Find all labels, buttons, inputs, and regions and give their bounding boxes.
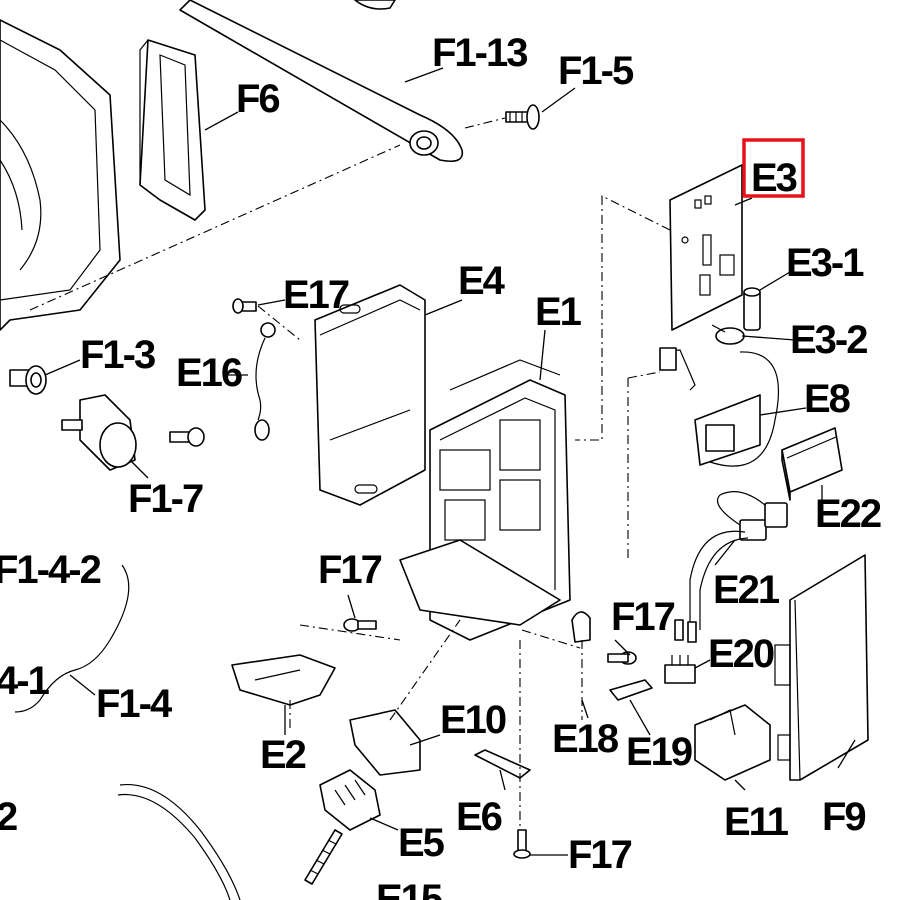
label-e8: E8: [804, 377, 851, 421]
label-e16: E16: [176, 351, 242, 395]
part-f17-screw-b: [607, 651, 637, 665]
assembly-line: [521, 629, 583, 720]
brace-f1-4: [14, 564, 130, 713]
part-top-fragment: [354, 0, 396, 10]
part-e3-2: [711, 324, 745, 345]
assembly-line: [627, 371, 661, 379]
part-e11: [694, 704, 771, 781]
part-left-housing: [0, 19, 121, 331]
part-e22-block: [781, 427, 843, 501]
label-e5: E5: [398, 821, 445, 865]
label-e11: E11: [724, 800, 789, 844]
assembly-line: [575, 195, 671, 441]
label-e3-2: E3-2: [790, 318, 867, 362]
assembly-line: [289, 624, 401, 730]
part-e19: [609, 679, 653, 701]
label-f6: F6: [236, 77, 279, 121]
label-f1-4-2: F1-4-2: [0, 548, 101, 592]
label-f17-a: F17: [318, 548, 382, 592]
label-e22: E22: [815, 492, 881, 536]
label-f17-b: F17: [611, 595, 675, 639]
part-f9-plate: [774, 554, 869, 781]
label-f9: F9: [822, 795, 865, 839]
label-e19: E19: [626, 730, 692, 774]
label-f1-5: F1-5: [558, 49, 634, 93]
wire-bottom: [117, 793, 231, 900]
part-f17-screw-a: [343, 618, 377, 632]
label-e6: E6: [456, 795, 502, 839]
part-e15-screw: [304, 829, 343, 885]
label-e10: E10: [440, 698, 506, 742]
part-e3-pcb: [669, 164, 743, 331]
part-e3-1-fuse: [743, 287, 761, 331]
part-f1-7-screw: [169, 427, 205, 447]
part-e20-connector: [664, 655, 696, 684]
part-e8: [627, 347, 779, 560]
leader-lines: [44, 67, 856, 856]
part-e4-bracket: [314, 284, 426, 506]
assembly-line: [29, 144, 401, 311]
part-e17-screw: [232, 298, 257, 314]
label-f1-4: F1-4: [96, 682, 173, 726]
assembly-line: [257, 305, 301, 341]
part-e10: [349, 619, 461, 776]
part-f1-5-screw: [505, 104, 540, 130]
label-e4: E4: [458, 259, 506, 303]
label-f2-partial: 2: [0, 795, 17, 839]
part-e5-terminal: [319, 769, 381, 831]
part-e6-plate: [474, 640, 531, 830]
part-f17-screw-c: [513, 829, 531, 859]
wire-bottom: [119, 783, 241, 900]
label-f1-4-1: 4-1: [0, 659, 50, 703]
part-e2-cover: [231, 624, 401, 730]
label-f17-c: F17: [568, 833, 632, 877]
part-f1-3-screw: [9, 365, 47, 395]
part-e21-harness: [674, 491, 788, 643]
label-e15: E15: [376, 877, 443, 900]
label-e3-1: E3-1: [786, 241, 864, 285]
part-labels: F1-13 F1-5 F6 E3 E3-1 E3-2 E17 E4 E1 F1-…: [0, 31, 883, 900]
label-e21: E21: [713, 568, 780, 612]
part-e18-clamp: [521, 611, 591, 720]
assembly-line: [464, 117, 506, 129]
label-f1-3: F1-3: [80, 333, 155, 377]
part-e1-box: [399, 359, 571, 641]
label-e20: E20: [708, 632, 774, 676]
label-e3: E3: [751, 156, 797, 200]
label-e18: E18: [552, 717, 619, 761]
label-f1-7: F1-7: [128, 477, 203, 521]
part-e16-wire: [254, 322, 276, 441]
highlight-box-e3: [742, 138, 805, 198]
part-f1-13-bar: [179, 0, 464, 163]
label-f1-13: F1-13: [432, 31, 527, 75]
label-e1: E1: [535, 290, 582, 334]
part-f6-bracket: [139, 39, 206, 221]
assembly-line: [389, 619, 461, 721]
label-e2: E2: [260, 733, 306, 777]
part-f1-7-motor: [61, 394, 137, 471]
label-e17: E17: [283, 273, 349, 317]
